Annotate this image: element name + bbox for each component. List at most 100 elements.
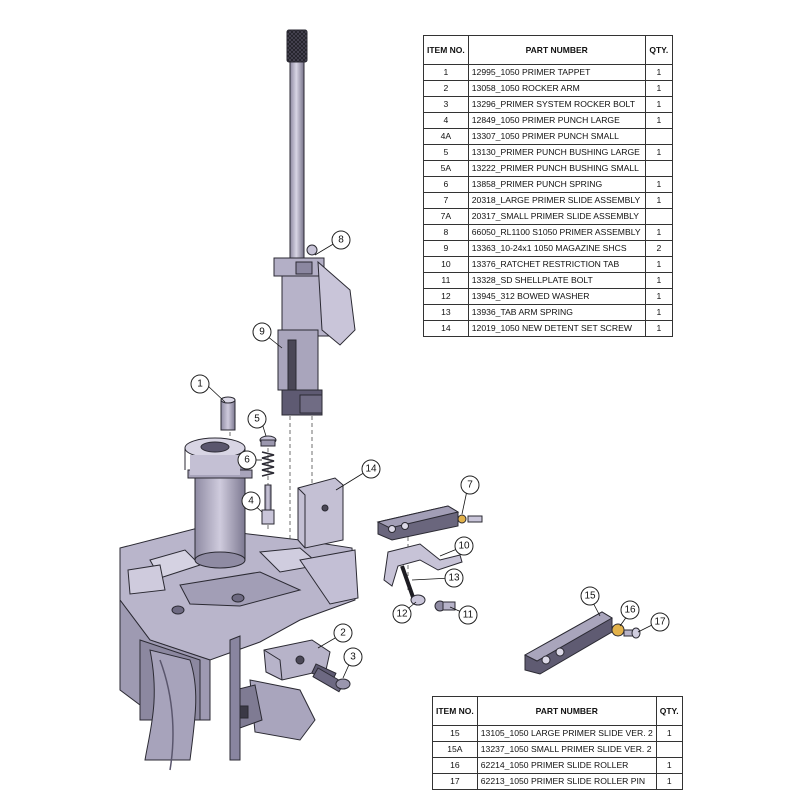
item-no-cell: 13: [423, 304, 469, 321]
balloon-9: 9: [252, 322, 272, 342]
part-number-cell: 13058_1050 ROCKER ARM: [467, 80, 646, 97]
balloon-11: 11: [458, 605, 478, 625]
part-number-cell: 62213_1050 PRIMER SLIDE ROLLER PIN: [476, 773, 657, 790]
qty-cell: [644, 208, 674, 225]
balloon-7: 7: [460, 475, 480, 495]
part-number-cell: 66050_RL1100 S1050 PRIMER ASSEMBLY: [467, 224, 646, 241]
svg-text:5: 5: [254, 414, 260, 425]
qty-cell: 1: [644, 176, 674, 193]
item-no-cell: 1: [423, 64, 469, 81]
qty-cell: 1: [644, 256, 674, 273]
part-number-cell: 20317_SMALL PRIMER SLIDE ASSEMBLY: [467, 208, 646, 225]
svg-text:12: 12: [396, 609, 408, 620]
item-no-cell: 10: [423, 256, 469, 273]
part-number-cell: 12995_1050 PRIMER TAPPET: [467, 64, 646, 81]
primer-slide-assembly: [376, 505, 483, 541]
svg-text:11: 11: [463, 610, 474, 621]
header-qty: QTY.: [655, 696, 683, 726]
qty-cell: [644, 160, 674, 177]
qty-cell: 1: [644, 304, 674, 321]
qty-cell: 1: [644, 64, 674, 81]
part-number-cell: 13376_RATCHET RESTRICTION TAB: [467, 256, 646, 273]
qty-cell: 1: [655, 757, 683, 774]
part-number-cell: 13328_SD SHELLPLATE BOLT: [467, 272, 646, 289]
balloon-12: 12: [392, 604, 412, 624]
balloon-8: 8: [331, 230, 351, 250]
part-number-cell: 13363_10-24x1 1050 MAGAZINE SHCS: [467, 240, 646, 257]
svg-text:6: 6: [244, 455, 250, 466]
qty-cell: [644, 128, 674, 145]
central-post: [184, 437, 253, 569]
primer-slide-roller: [611, 623, 625, 637]
svg-text:1: 1: [197, 379, 203, 390]
item-no-cell: 8: [423, 224, 469, 241]
press-frame: [119, 527, 359, 771]
svg-text:8: 8: [338, 235, 344, 246]
header-qty: QTY.: [644, 35, 674, 65]
item-no-cell: 15A: [432, 741, 478, 758]
item-no-cell: 16: [432, 757, 478, 774]
item-no-cell: 17: [432, 773, 478, 790]
primer-punch-spring: [261, 451, 275, 477]
primer-punch-bushing: [259, 435, 277, 447]
svg-text:2: 2: [340, 628, 346, 639]
item-no-cell: 15: [432, 725, 478, 742]
item-no-cell: 7A: [423, 208, 469, 225]
qty-cell: 1: [644, 288, 674, 305]
balloon-10: 10: [454, 536, 474, 556]
qty-cell: 1: [644, 80, 674, 97]
part-number-cell: 13936_TAB ARM SPRING: [467, 304, 646, 321]
qty-cell: 1: [644, 96, 674, 113]
item-no-cell: 5: [423, 144, 469, 161]
balloon-6: 6: [237, 450, 257, 470]
primer-slide-ver2: [523, 611, 613, 675]
balloon-16: 16: [620, 600, 640, 620]
balloon-5: 5: [247, 409, 267, 429]
balloon-14: 14: [361, 459, 381, 479]
qty-cell: [655, 741, 683, 758]
svg-text:3: 3: [350, 652, 356, 663]
item-no-cell: 9: [423, 240, 469, 257]
ratchet-restriction-tab: [383, 543, 463, 612]
part-number-cell: 13858_PRIMER PUNCH SPRING: [467, 176, 646, 193]
header-part-number: PART NUMBER: [467, 35, 646, 65]
qty-cell: 1: [644, 224, 674, 241]
svg-text:13: 13: [448, 573, 460, 584]
part-number-cell: 13222_PRIMER PUNCH BUSHING SMALL: [467, 160, 646, 177]
svg-text:15: 15: [584, 591, 596, 602]
svg-text:7: 7: [467, 480, 473, 491]
part-number-cell: 13945_312 BOWED WASHER: [467, 288, 646, 305]
svg-text:9: 9: [259, 327, 265, 338]
balloon-3: 3: [343, 647, 363, 667]
svg-text:16: 16: [624, 605, 636, 616]
detent-block: [297, 477, 344, 549]
item-no-cell: 6: [423, 176, 469, 193]
part-number-cell: 13130_PRIMER PUNCH BUSHING LARGE: [467, 144, 646, 161]
qty-cell: 1: [644, 112, 674, 129]
item-no-cell: 7: [423, 192, 469, 209]
part-number-cell: 62214_1050 PRIMER SLIDE ROLLER: [476, 757, 657, 774]
part-number-cell: 12019_1050 NEW DETENT SET SCREW: [467, 320, 646, 337]
qty-cell: 2: [644, 240, 674, 257]
item-no-cell: 11: [423, 272, 469, 289]
header-part-number: PART NUMBER: [476, 696, 657, 726]
rocker-bolt: [312, 667, 351, 693]
item-no-cell: 4: [423, 112, 469, 129]
bom-sub-header-row: ITEM NO. PART NUMBER QTY.: [432, 696, 683, 726]
item-no-cell: 3: [423, 96, 469, 113]
